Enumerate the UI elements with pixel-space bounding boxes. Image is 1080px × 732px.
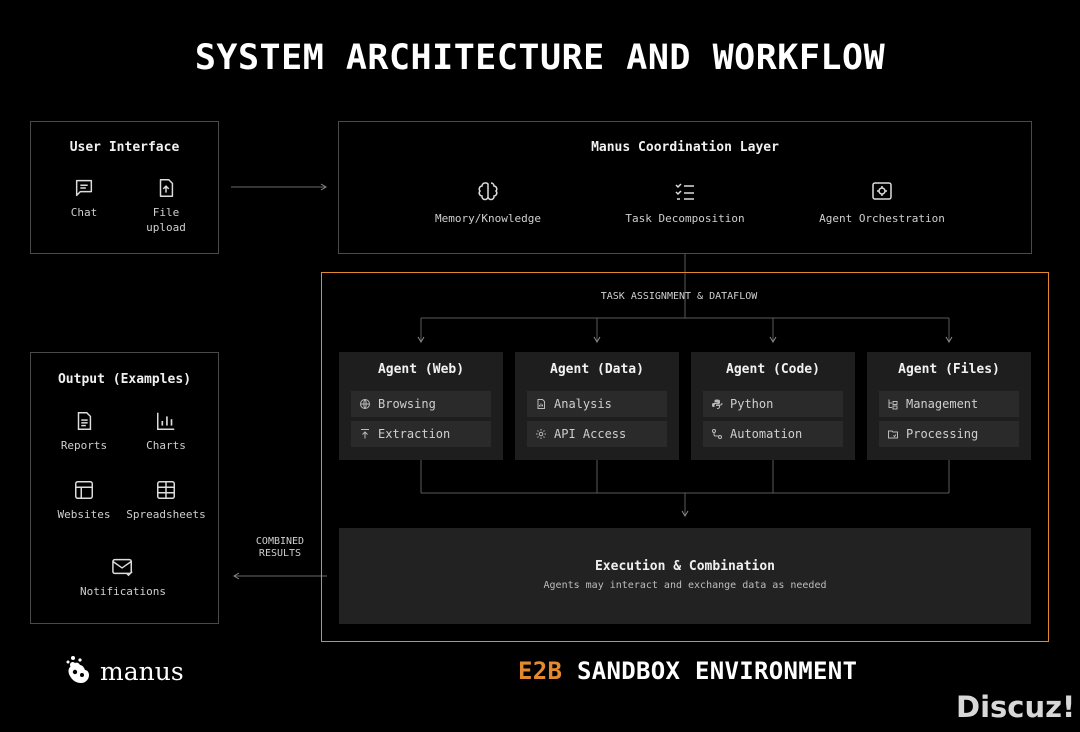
brain-icon (478, 182, 498, 201)
file-upload-item[interactable]: File upload (121, 177, 211, 235)
execution-title: Execution & Combination (594, 559, 775, 574)
website-icon (75, 481, 93, 499)
agent-web-extraction-label: Extraction (378, 427, 451, 441)
agent-code-title: Agent (Code) (726, 362, 820, 377)
agent-web-extraction[interactable]: Extraction (351, 421, 491, 447)
agent-code-automation-label: Automation (730, 427, 803, 441)
websites-label: Websites (57, 508, 111, 521)
orchestration-icon (872, 182, 892, 200)
analysis-icon (537, 399, 545, 409)
agent-files-management-label: Management (906, 397, 979, 411)
gear-icon (536, 429, 546, 439)
agent-data-title: Agent (Data) (550, 362, 644, 377)
page-title: SYSTEM ARCHITECTURE AND WORKFLOW (194, 38, 886, 78)
agent-orchestration-item[interactable]: Agent Orchestration (797, 179, 967, 226)
agent-data-analysis-label: Analysis (554, 397, 612, 411)
output-box: Output (Examples) Reports Charts Website… (30, 352, 219, 624)
chart-icon (157, 412, 175, 430)
agent-files-processing-label: Processing (906, 427, 979, 441)
agent-web-title: Agent (Web) (377, 362, 465, 377)
agent-files-processing[interactable]: Processing (879, 421, 1019, 447)
task-decomposition-label: Task Decomposition (625, 212, 745, 225)
file-upload-icon (159, 179, 174, 197)
coordination-layer-title: Manus Coordination Layer (591, 140, 779, 155)
memory-knowledge-label: Memory/Knowledge (435, 212, 541, 225)
folder-icon (888, 430, 898, 439)
agent-code-card[interactable]: Agent (Code) Python Automation (691, 352, 855, 460)
chat-item[interactable]: Chat (39, 177, 129, 220)
reports-item[interactable]: Reports (39, 410, 129, 453)
notifications-item[interactable]: Notifications (78, 556, 168, 599)
agent-data-analysis[interactable]: Analysis (527, 391, 667, 417)
tree-icon (888, 399, 898, 410)
notifications-label: Notifications (79, 585, 167, 598)
agent-orchestration-label: Agent Orchestration (819, 212, 945, 225)
globe-icon (360, 399, 370, 409)
discuz-watermark: Discuz! (956, 690, 1076, 724)
agent-data-card[interactable]: Agent (Data) Analysis API Access (515, 352, 679, 460)
agent-data-api-access-label: API Access (554, 427, 627, 441)
agent-web-browsing-label: Browsing (378, 397, 436, 411)
agent-files-card[interactable]: Agent (Files) Management Processing (867, 352, 1031, 460)
mail-icon (112, 558, 133, 577)
agent-code-python-label: Python (730, 397, 774, 411)
checklist-icon (675, 183, 694, 200)
execution-subtitle: Agents may interact and exchange data as… (543, 580, 827, 591)
agent-web-card[interactable]: Agent (Web) Browsing Extraction (339, 352, 503, 460)
user-interface-box: User Interface Chat File upload (30, 121, 219, 254)
agent-files-title: Agent (Files) (898, 362, 1000, 377)
spreadsheet-icon (157, 481, 175, 499)
combined-results-label: COMBINED RESULTS (255, 536, 305, 559)
agent-code-python[interactable]: Python (703, 391, 843, 417)
agent-code-automation[interactable]: Automation (703, 421, 843, 447)
extract-icon (361, 429, 369, 439)
sandbox-frame (321, 272, 1049, 642)
report-icon (77, 412, 92, 430)
sandbox-environment-label: E2B SANDBOX ENVIRONMENT (518, 657, 857, 685)
charts-item[interactable]: Charts (121, 410, 211, 453)
python-icon (712, 399, 723, 409)
memory-knowledge-item[interactable]: Memory/Knowledge (403, 179, 573, 226)
spreadsheets-item[interactable]: Spreadsheets (121, 479, 211, 522)
agent-web-browsing[interactable]: Browsing (351, 391, 491, 417)
execution-combination-box: Execution & Combination Agents may inter… (339, 528, 1031, 624)
coordination-layer-box: Manus Coordination Layer Memory/Knowledg… (338, 121, 1032, 254)
manus-hand-icon (66, 656, 89, 683)
chat-icon (75, 179, 93, 197)
charts-label: Charts (146, 439, 186, 452)
manus-wordmark: manus (100, 656, 184, 686)
chat-label: Chat (70, 206, 98, 219)
manus-logo: manus (64, 655, 184, 687)
sandbox-label-rest: SANDBOX ENVIRONMENT (562, 657, 858, 685)
agent-data-api-access[interactable]: API Access (527, 421, 667, 447)
task-decomposition-item[interactable]: Task Decomposition (600, 179, 770, 226)
dataflow-label: TASK ASSIGNMENT & DATAFLOW (600, 291, 758, 302)
agent-files-management[interactable]: Management (879, 391, 1019, 417)
file-upload-label: File upload (146, 206, 186, 234)
websites-item[interactable]: Websites (39, 479, 129, 522)
output-title: Output (Examples) (57, 372, 192, 387)
e2b-label: E2B (518, 657, 563, 685)
user-interface-title: User Interface (69, 140, 180, 155)
spreadsheets-label: Spreadsheets (126, 508, 206, 521)
automation-icon (712, 429, 722, 439)
reports-label: Reports (60, 439, 108, 452)
